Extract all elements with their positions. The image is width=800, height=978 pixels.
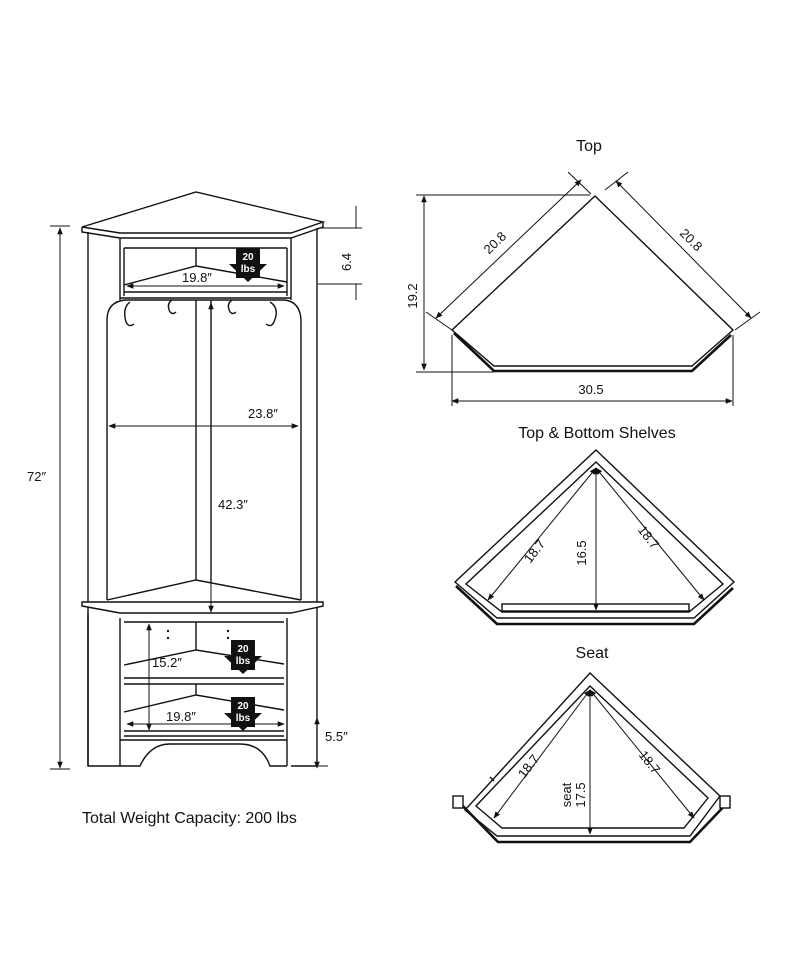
- label-top-gap: 6.4: [339, 253, 354, 271]
- shelves-left-side-label: 18.7: [521, 537, 548, 566]
- badge-value: 20: [237, 644, 249, 655]
- label-inner-width: 23.8″: [248, 406, 278, 421]
- label-top-shelf-width: 19.8″: [182, 270, 212, 285]
- shelves-right-side-label: 18.7: [635, 523, 662, 552]
- shelves-view-shape: [453, 449, 736, 626]
- label-inner-height: 42.3″: [218, 497, 248, 512]
- badge-unit: lbs: [236, 656, 251, 667]
- badge-unit: lbs: [236, 713, 251, 724]
- top-view-dimensions: [416, 171, 761, 406]
- top-view-shape: [450, 195, 735, 373]
- seat-view-title: Seat: [576, 645, 609, 662]
- top-depth-label: 19.2: [405, 283, 420, 308]
- seat-left-side-label: 18.7: [515, 752, 542, 781]
- load-badge-middle: 20 lbs: [224, 640, 262, 674]
- cabinet-front-view: [81, 191, 326, 767]
- dotted-guides: [166, 629, 230, 640]
- label-base-height: 5.5″: [325, 729, 348, 744]
- seat-view-dimensions: [493, 689, 695, 835]
- load-badge-bottom: 20 lbs: [224, 697, 262, 731]
- badge-value: 20: [237, 701, 249, 712]
- label-bottom-shelf-width: 19.8″: [166, 709, 196, 724]
- label-height: 72″: [27, 469, 46, 484]
- shelves-view-dimensions: [487, 467, 705, 611]
- shelves-view-title: Top & Bottom Shelves: [518, 425, 675, 442]
- load-badge-top: 20 lbs: [229, 248, 267, 282]
- badge-value: 20: [242, 252, 254, 263]
- top-right-side-label: 20.8: [677, 226, 706, 255]
- top-width-label: 30.5: [578, 382, 603, 397]
- shelves-depth-label: 16.5: [574, 540, 589, 565]
- label-lower-gap: 15.2″: [152, 655, 182, 670]
- seat-depth-label: 17.5: [573, 782, 588, 807]
- badge-unit: lbs: [241, 264, 256, 275]
- top-view-title: Top: [576, 138, 602, 155]
- cabinet-dimensions: [50, 206, 362, 770]
- seat-depth-tag: seat: [559, 782, 574, 807]
- weight-capacity-caption: Total Weight Capacity: 200 lbs: [82, 810, 297, 827]
